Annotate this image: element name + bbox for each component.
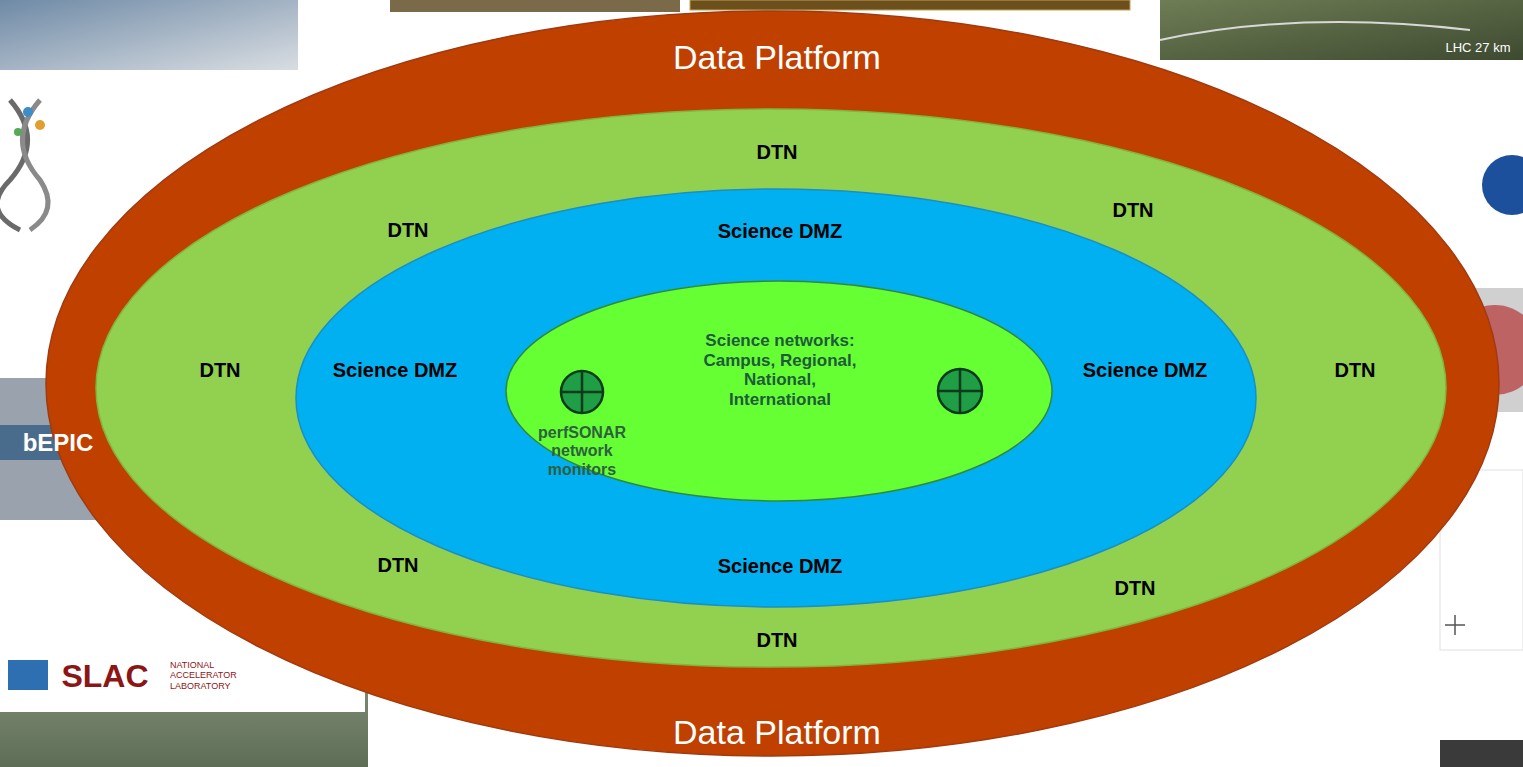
dtn-ellipse: DTNDTNDTNDTNDTNDTNDTNDTNScience DMZScien… — [95, 108, 1447, 668]
dmz-label: Science DMZ — [718, 555, 842, 578]
photo — [690, 0, 1130, 10]
dtn-label: DTN — [199, 359, 240, 382]
dtn-label: DTN — [1334, 359, 1375, 382]
scale-mark — [1445, 615, 1465, 635]
lab-logo-subtitle: NATIONAL ACCELERATOR LABORATORY — [170, 660, 260, 691]
ring-line — [1160, 22, 1470, 40]
science-dmz-ellipse: Science DMZ Science DMZ Science DMZ Science… — [295, 188, 1257, 608]
lab-logo: SLAC — [61, 658, 148, 695]
dmz-label: Science DMZ — [718, 220, 842, 243]
dtn-label: DTN — [377, 554, 418, 577]
monitor-label: perfSONAR network monitors — [527, 424, 637, 479]
platform-title: Data Platform — [673, 38, 881, 77]
dtn-label: DTN — [756, 141, 797, 164]
facility-name: bEPIC — [23, 429, 94, 457]
dtn-label: DTN — [387, 219, 428, 242]
photo — [1440, 740, 1523, 767]
data-platform-ellipse: Data PlatformData PlatformDTNDTNDTNDTNDT… — [45, 10, 1500, 757]
dtn-label: DTN — [1114, 577, 1155, 600]
photo-caption: LHC 27 km — [1445, 41, 1510, 56]
logo-mark — [8, 660, 48, 690]
dtn-label: DTN — [756, 629, 797, 652]
logo-circle — [1482, 155, 1523, 215]
dmz-label: Science DMZ — [333, 359, 457, 382]
dmz-label: Science DMZ — [1083, 359, 1207, 382]
photo — [1160, 0, 1523, 60]
perfsonar-monitor-outline — [559, 369, 605, 415]
photo — [0, 0, 298, 70]
dtn-label: DTN — [1112, 199, 1153, 222]
dna-icon — [0, 100, 48, 230]
science-networks-ellipse: Science networks: Campus, Regional, Nati… — [505, 280, 1053, 502]
platform-title: Data Platform — [673, 713, 881, 752]
perfsonar-monitor: perfSONAR network monitors — [559, 369, 605, 415]
photo — [390, 0, 680, 12]
network-label: Science networks: Campus, Regional, Nati… — [700, 331, 860, 409]
